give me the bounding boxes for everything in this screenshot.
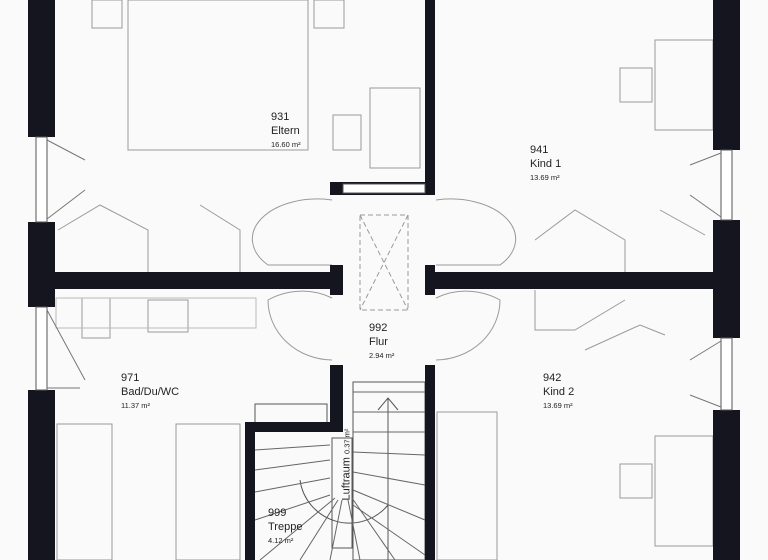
room-area: 4.12 m² <box>268 536 294 545</box>
room-area: 2.94 m² <box>369 351 395 360</box>
room-area: 13.69 m² <box>543 401 573 410</box>
room-number: 942 <box>543 372 562 384</box>
room-label-kind-1: 941 Kind 1 13.69 m² <box>530 143 561 185</box>
desk <box>369 87 421 169</box>
desk <box>436 411 498 560</box>
room-label-flur: 992 Flur 2.94 m² <box>369 321 394 363</box>
room-number: 971 <box>121 372 140 384</box>
shower <box>175 423 241 560</box>
room-area: 11.37 m² <box>121 401 151 410</box>
room-number: 931 <box>271 111 290 123</box>
room-number: 992 <box>369 322 388 334</box>
void-name: Luftraum <box>340 457 353 501</box>
room-label-bad: 971 Bad/Du/WC 11.37 m² <box>121 371 179 413</box>
room-area: 16.60 m² <box>271 140 301 149</box>
room-name: Bad/Du/WC <box>121 386 180 398</box>
room-number: 999 <box>268 507 287 519</box>
furniture <box>55 0 714 560</box>
room-label-eltern: 931 Eltern 16.60 m² <box>271 110 301 152</box>
room-name: Flur <box>369 336 388 348</box>
windows <box>35 136 733 411</box>
room-name: Kind 2 <box>543 386 575 398</box>
void-area: 0.37 m² <box>342 428 352 455</box>
room-name: Eltern <box>271 125 300 137</box>
room-name: Treppe <box>268 521 303 533</box>
room-area: 13.69 m² <box>530 173 560 182</box>
room-number: 941 <box>530 144 549 156</box>
bed <box>654 435 714 547</box>
room-label-treppe: 999 Treppe 4.12 m² <box>268 506 302 548</box>
room-label-kind-2: 942 Kind 2 13.69 m² <box>543 371 574 413</box>
bed <box>654 39 714 131</box>
bathtub <box>56 423 113 560</box>
room-name: Kind 1 <box>530 158 562 170</box>
window-sashes <box>46 139 722 408</box>
skylight <box>359 214 409 311</box>
void-label: Luftraum 0.37 m² <box>340 428 355 501</box>
stairs <box>352 381 426 560</box>
void-outline <box>331 437 353 549</box>
bed <box>127 0 309 151</box>
walls <box>28 0 740 560</box>
